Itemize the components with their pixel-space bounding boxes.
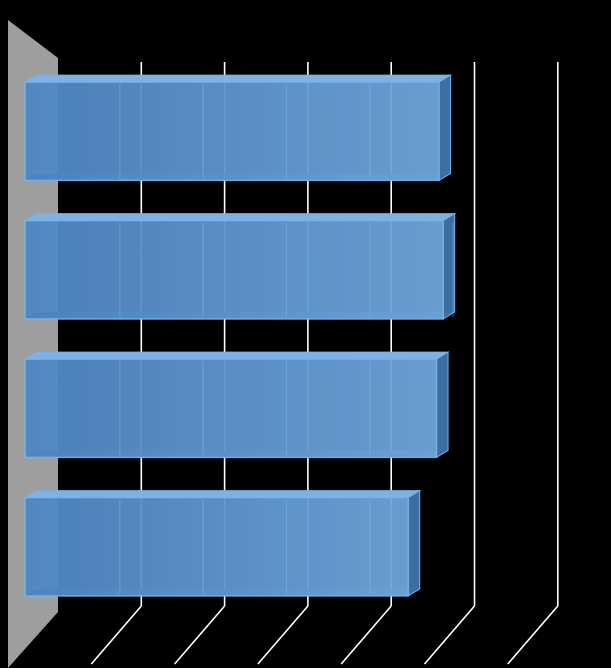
bar-top-face: [23, 490, 422, 499]
bar-1: [23, 74, 453, 182]
gridline-floor-3: [257, 605, 309, 665]
gridline-floor-6: [507, 605, 559, 665]
bar-top-face: [23, 74, 453, 83]
gridline-floor-5: [423, 605, 476, 665]
bar-top-face: [23, 351, 450, 360]
bar-4: [23, 489, 422, 597]
gridlines-front: [90, 605, 559, 665]
bar-2: [23, 212, 457, 320]
bar-front-face: [24, 496, 409, 597]
bar-front-face: [24, 81, 440, 182]
bar-top-face: [23, 213, 457, 222]
gridline-floor-2: [173, 605, 226, 665]
bar-end-face: [438, 74, 452, 182]
bar-end-face: [436, 351, 449, 459]
bar-3: [23, 351, 450, 459]
gridline-floor-4: [340, 605, 392, 665]
bars: [23, 74, 457, 597]
gridline-floor-1: [90, 605, 142, 665]
bar-front-face: [24, 219, 444, 320]
bar-front-face: [24, 358, 438, 459]
bar-end-face: [407, 489, 421, 597]
